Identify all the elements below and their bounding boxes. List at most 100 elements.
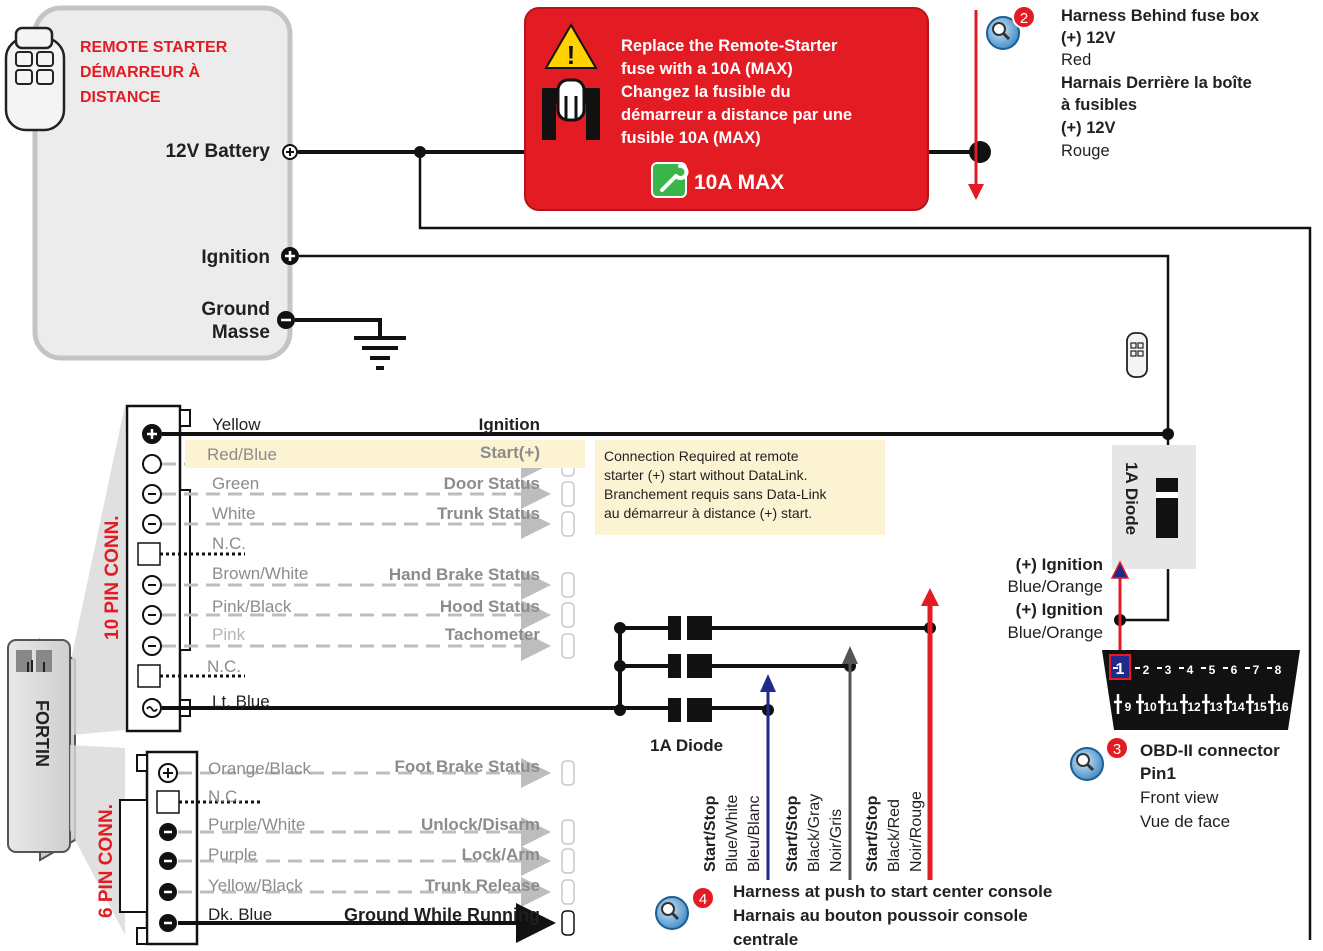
obd-pin: Pin1 <box>1140 764 1176 783</box>
obd-front: Front view <box>1140 788 1219 807</box>
obd-pin-15: 15 <box>1246 694 1267 714</box>
start-stop-labels: Start/Stop Blue/White Bleu/Blanc Start/S… <box>702 791 925 872</box>
six-pin-color-1: Orange/Black <box>208 759 311 778</box>
obd-ignition-2: (+) Ignition <box>1016 600 1103 619</box>
fuse-notice-line3: Changez la fusible du <box>621 83 791 101</box>
magnifier-icon-obd <box>1070 736 1129 781</box>
callout-number-4: 4 <box>699 891 707 908</box>
ten-pin-color-7: Pink/Black <box>212 597 292 616</box>
obd-pin-3: 3 <box>1157 658 1173 677</box>
vertical-diode-icon <box>1156 478 1178 538</box>
svg-text:12: 12 <box>1187 700 1201 714</box>
start-stop-2-color: Black/Gray <box>806 794 823 872</box>
svg-text:16: 16 <box>1275 700 1289 714</box>
connection-note-line3: Branchement requis sans Data-Link <box>604 486 828 502</box>
fuse-box-fr-line3: (+) 12V <box>1061 119 1116 137</box>
svg-text:!: ! <box>567 40 576 70</box>
remote-starter-title-line3: DISTANCE <box>80 89 161 106</box>
six-pin-function-5: Trunk Release <box>425 876 540 895</box>
battery-label: 12V Battery <box>165 141 270 162</box>
fuse-box-fr-line1: Harnais Derrière la boîte <box>1061 74 1252 92</box>
ten-pin-color-6: Brown/White <box>212 564 308 583</box>
start-stop-3-label: Start/Stop <box>864 795 881 872</box>
six-pin-color-3: Purple/White <box>208 815 305 834</box>
warning-icon: ! <box>544 23 598 70</box>
connection-note-box <box>595 440 885 535</box>
ten-pin-2 <box>142 454 162 474</box>
svg-text:6: 6 <box>1231 663 1238 677</box>
ten-pin-5 <box>137 542 161 566</box>
svg-text:7: 7 <box>1253 663 1260 677</box>
ten-pin-color-1: Yellow <box>212 415 261 434</box>
six-pin-2 <box>156 790 180 814</box>
six-pin-label: 6 PIN CONN. <box>96 804 117 918</box>
fuse-icon <box>542 78 600 140</box>
six-pin-function-4: Lock/Arm <box>462 845 540 864</box>
ground-label: Ground <box>201 299 270 320</box>
obd-pin-8: 8 <box>1267 658 1283 677</box>
obd-title: OBD-II connector <box>1140 741 1280 760</box>
connection-note-line4: au démarreur à distance (+) start. <box>604 505 812 521</box>
six-pin-color-6: Dk. Blue <box>208 905 272 924</box>
wrench-icon <box>651 162 689 198</box>
ground-symbol-icon <box>354 336 406 370</box>
console-callout: 4 Harness at push to start center consol… <box>655 882 1052 949</box>
obd-pin-9: 9 <box>1114 694 1132 714</box>
console-line1: Harness at push to start center console <box>733 882 1052 901</box>
diode-3-icon <box>668 698 712 722</box>
ten-pin-function-7: Hood Status <box>440 597 540 616</box>
obd-vue: Vue de face <box>1140 812 1230 831</box>
svg-text:8: 8 <box>1275 663 1282 677</box>
svg-text:9: 9 <box>1125 700 1132 714</box>
start-stop-2-label: Start/Stop <box>784 795 801 872</box>
ten-pin-color-3: Green <box>212 474 259 493</box>
svg-text:1: 1 <box>1116 661 1125 678</box>
six-pin-color-5: Yellow/Black <box>208 876 303 895</box>
fuse-box-color: Red <box>1061 51 1091 69</box>
callout-number-2: 2 <box>1020 10 1028 27</box>
six-pin-function-6: Ground While Running <box>344 905 540 925</box>
six-pin-connector <box>119 750 199 946</box>
six-pin-remote-icon-3 <box>561 819 575 845</box>
obd-callout: 3 OBD-II connector Pin1 Front view Vue d… <box>1070 736 1280 831</box>
start-stop-1-color-fr: Bleu/Blanc <box>746 796 763 873</box>
svg-text:10: 10 <box>1143 700 1157 714</box>
remote-fob-small-icon <box>1126 332 1148 378</box>
ten-pin-color-4: White <box>212 504 255 523</box>
svg-text:14: 14 <box>1231 700 1245 714</box>
console-line3: centrale <box>733 930 798 949</box>
console-line2: Harnais au bouton poussoir console <box>733 906 1028 925</box>
ten-pin-function-6: Hand Brake Status <box>389 565 540 584</box>
fuse-notice-line5: fusible 10A (MAX) <box>621 129 761 147</box>
obd-pin-12: 12 <box>1180 694 1201 714</box>
obd-pin-7: 7 <box>1245 658 1261 677</box>
six-pin-function-3: Unlock/Disarm <box>421 815 540 834</box>
six-pin-remote-icon-1 <box>561 760 575 786</box>
battery-junction <box>969 141 991 163</box>
obd-color-2: Blue/Orange <box>1008 623 1103 642</box>
battery-feed-wire <box>418 152 1312 940</box>
ten-pin-remote-icon-3 <box>561 481 575 507</box>
fuse-notice-line1: Replace the Remote-Starter <box>621 37 838 55</box>
ignition-label: Ignition <box>201 247 270 268</box>
six-pin-wires <box>178 758 575 943</box>
ten-pin-function-2: Start(+) <box>480 443 540 462</box>
obd-pin-5: 5 <box>1201 658 1217 677</box>
svg-text:5: 5 <box>1209 663 1216 677</box>
obd-pin-10: 10 <box>1136 694 1157 714</box>
remote-starter-module: REMOTE STARTER DÉMARREUR À DISTANCE 12V … <box>4 5 299 361</box>
obd-ignition-1: (+) Ignition <box>1016 555 1103 574</box>
fortin-module: FORTIN <box>7 638 76 862</box>
six-pin-color-4: Purple <box>208 845 257 864</box>
obd-pin-13: 13 <box>1202 694 1223 714</box>
ten-pin-function-8: Tachometer <box>445 625 540 644</box>
obd-pin-16: 16 <box>1268 694 1289 714</box>
six-pin-remote-icon-4 <box>561 848 575 874</box>
magnifier-icon-console <box>655 886 715 930</box>
ten-pin-color-5: N.C. <box>212 534 246 553</box>
obd-pin-4: 4 <box>1179 658 1195 677</box>
svg-text:15: 15 <box>1253 700 1267 714</box>
remote-starter-title-line1: REMOTE STARTER <box>80 39 228 56</box>
connection-note-line1: Connection Required at remote <box>604 448 799 464</box>
